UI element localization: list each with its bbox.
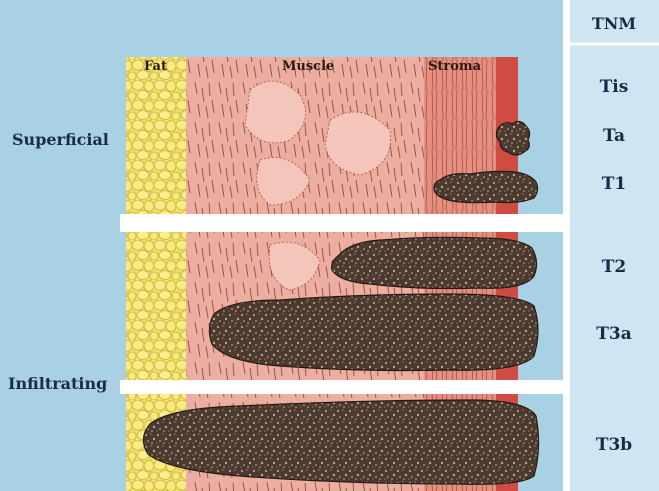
stage-label-t3a: T3a (574, 324, 654, 344)
stage-label-t1: T1 (574, 174, 654, 194)
tumor-t2 (332, 237, 537, 288)
band-gap-2 (120, 380, 563, 394)
stage-label-tis: Tis (574, 77, 654, 97)
fat-layer (126, 57, 186, 214)
layer-label-stroma: Stroma (428, 59, 481, 74)
stage-label-ta: Ta (574, 126, 654, 146)
group-label-infiltrating: Infiltrating (8, 374, 107, 393)
band-gap-1 (120, 214, 563, 232)
tnm-header: TNM (574, 14, 654, 33)
tumor-t3b (143, 400, 538, 484)
tumor-t3a (209, 294, 538, 371)
layer-label-fat: Fat (144, 59, 167, 74)
stage-label-t3b: T3b (574, 435, 654, 455)
fat-layer (126, 232, 186, 380)
group-label-superficial: Superficial (12, 130, 109, 149)
stage-label-t2: T2 (574, 257, 654, 277)
tnm-column (570, 0, 659, 491)
tumor-t1 (434, 171, 538, 202)
layer-label-muscle: Muscle (282, 59, 334, 74)
tnm-divider (563, 0, 570, 491)
